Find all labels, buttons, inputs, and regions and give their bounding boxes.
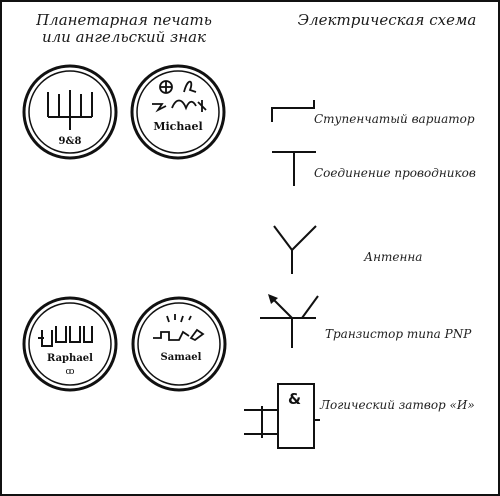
svg-text:ꝏ: ꝏ (66, 367, 75, 377)
left-header-line2: или ангельский знак (41, 28, 207, 46)
conductor-junction-icon (272, 151, 316, 186)
seal-2-name: Michael (153, 120, 202, 133)
planetary-seal-4: Samael (131, 296, 227, 392)
left-header-line1: Планетарная печать (36, 11, 212, 29)
label-antenna: Антенна (364, 250, 423, 264)
step-variator-icon (271, 100, 315, 122)
label-pnp-transistor: Транзистор типа PNP (325, 327, 472, 341)
planetary-seal-3: Raphael ꝏ (22, 296, 118, 392)
seal-3-name: Raphael (47, 353, 93, 364)
left-column-header: Планетарная печать или ангельский знак (24, 12, 224, 46)
label-and-gate: Логический затвор «И» (320, 398, 475, 412)
planetary-seal-2: Michael (130, 64, 226, 160)
and-gate-icon (244, 383, 320, 449)
right-column-header: Электрическая схема (297, 11, 477, 29)
pnp-transistor-icon (260, 294, 319, 348)
label-conductor-junction: Соединение проводников (314, 166, 476, 180)
antenna-icon (273, 225, 317, 274)
seal-4-name: Samael (161, 352, 202, 363)
planetary-seal-1: 9&8 (22, 64, 118, 160)
label-step-variator: Ступенчатый вариатор (314, 112, 475, 126)
and-gate-glyph: & (288, 390, 302, 408)
seal-1-caption: 9&8 (59, 136, 82, 147)
